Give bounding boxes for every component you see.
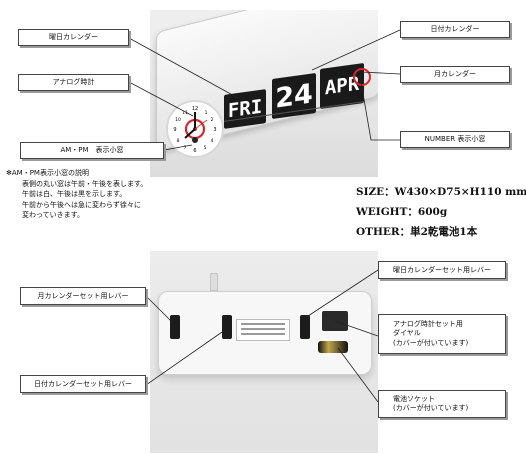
spec-weight: WEIGHT：600g (356, 206, 448, 218)
label-month-lever-text: 月カレンダーセット用レバー (37, 291, 129, 300)
svg-text:11: 11 (182, 110, 188, 116)
ampm-explanation-line: 午前から午後へは急に変わらず徐々に (22, 200, 141, 209)
label-battery-line: 電池ソケット (393, 394, 435, 403)
ampm-explanation-line: 午前は白、午後は黒を示します。 (22, 190, 127, 198)
label-date-lever: 日付カレンダーセット用レバー (20, 375, 146, 393)
weekday-lever[interactable] (300, 315, 310, 339)
label-weekday-lever: 曜日カレンダーセット用レバー (378, 261, 506, 279)
label-date-calendar-text: 日付カレンダー (430, 25, 480, 33)
back-photo (150, 251, 378, 453)
svg-text:2: 2 (211, 117, 214, 123)
ampm-explanation-line: 表側の丸い窓は午前・午後を表します。 (22, 179, 148, 188)
battery (318, 341, 348, 353)
ampm-explanation-line: 変わっていきます。 (22, 211, 84, 219)
svg-text:1: 1 (205, 110, 208, 116)
label-month-calendar: 月カレンダー (400, 66, 510, 83)
label-month-calendar-text: 月カレンダー (434, 70, 476, 78)
svg-text:8: 8 (177, 138, 180, 144)
label-date-lever-text: 日付カレンダーセット用レバー (34, 379, 132, 388)
spec-other: OTHER：単2乾電池1本 (356, 226, 478, 238)
analog-clock-face: 12 3 6 9 1 2 4 5 7 8 10 11 (173, 106, 216, 154)
ampm-explanation-title: ✻AM・PM表示小窓の説明 (6, 169, 89, 177)
month-lever[interactable] (170, 315, 180, 339)
svg-text:12: 12 (192, 106, 198, 112)
label-analog-clock-text: アナログ時計 (52, 78, 95, 86)
date-lever[interactable] (222, 315, 232, 339)
label-ampm-window-text: AM・PM 表示小窓 (60, 146, 124, 154)
label-month-lever: 月カレンダーセット用レバー (20, 287, 146, 305)
label-number-window-text: NUMBER 表示小窓 (424, 135, 486, 143)
label-analog-clock: アナログ時計 (18, 74, 129, 91)
number-window (353, 68, 371, 86)
label-battery-socket: 電池ソケット (カバーが付いています) (378, 390, 506, 418)
label-battery-line: (カバーが付いています) (393, 404, 469, 412)
front-photo: 12 3 6 9 1 2 4 5 7 8 10 11 FRI 24 APR (150, 10, 378, 177)
label-number-window: NUMBER 表示小窓 (400, 131, 510, 148)
back-label-sticker (236, 319, 290, 341)
label-weekday-lever-text: 曜日カレンダーセット用レバー (393, 265, 491, 274)
label-analog-dial: アナログ時計セット用 ダイヤル (カバーが付いています) (378, 314, 506, 354)
analog-clock: 12 3 6 9 1 2 4 5 7 8 10 11 (166, 100, 224, 158)
svg-text:10: 10 (175, 117, 181, 123)
label-date-calendar: 日付カレンダー (400, 21, 510, 38)
label-analog-dial-line: (カバーが付いています) (393, 338, 469, 347)
ampm-explanation: ✻AM・PM表示小窓の説明 表側の丸い窓は午前・午後を表します。 午前は白、午後… (6, 168, 147, 221)
svg-text:7: 7 (184, 145, 187, 151)
label-weekday-calendar-text: 曜日カレンダー (49, 33, 98, 41)
label-weekday-calendar: 曜日カレンダー (18, 29, 129, 46)
spec-size: SIZE：W430×D75×H110 mm (356, 186, 526, 198)
foot-left (210, 273, 218, 291)
svg-text:4: 4 (211, 138, 214, 144)
label-analog-dial-line: アナログ時計セット用 (393, 319, 463, 328)
svg-text:5: 5 (204, 145, 207, 151)
svg-text:9: 9 (173, 127, 176, 133)
svg-text:6: 6 (193, 148, 196, 154)
svg-text:3: 3 (213, 127, 216, 133)
label-analog-dial-line: ダイヤル (393, 329, 421, 338)
label-ampm-window: AM・PM 表示小窓 (20, 142, 164, 159)
